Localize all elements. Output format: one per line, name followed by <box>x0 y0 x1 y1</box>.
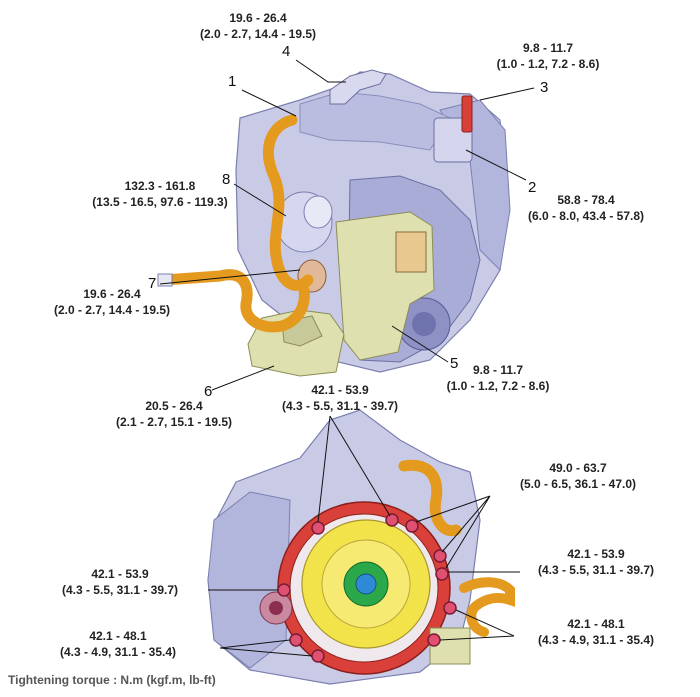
torque-5-units: (1.0 - 1.2, 7.2 - 8.6) <box>447 379 550 393</box>
torque-8-value: 132.3 - 161.8 <box>125 179 196 193</box>
output-seal-left-center <box>269 601 283 615</box>
output-shaft <box>412 312 436 336</box>
torque-2-units: (6.0 - 8.0, 43.4 - 57.8) <box>528 209 644 223</box>
callout-8: 8 <box>222 171 230 188</box>
callout-1: 1 <box>228 73 236 90</box>
torque-5-value: 9.8 - 11.7 <box>473 363 523 377</box>
connector-block <box>395 231 427 273</box>
torque-3-value: 9.8 - 11.7 <box>523 41 573 55</box>
cooler-hose-rear <box>398 459 462 537</box>
torque-bolts-topright-units: (5.0 - 6.5, 36.1 - 47.0) <box>520 477 636 491</box>
leader-5 <box>391 325 449 363</box>
converter-hub-center <box>355 573 377 595</box>
callout-7: 7 <box>148 275 156 292</box>
torque-4-value: 19.6 - 26.4 <box>229 11 287 25</box>
leader-8 <box>233 183 287 217</box>
torque-4-units: (2.0 - 2.7, 14.4 - 19.5) <box>200 27 316 41</box>
bell-housing-bolts <box>277 513 457 663</box>
torque-bolts-bottomright-value: 42.1 - 48.1 <box>567 617 625 631</box>
bolt <box>385 513 399 527</box>
bolt <box>435 567 449 581</box>
oil-filter-cap <box>303 195 333 229</box>
bolt <box>277 583 291 597</box>
bolt <box>311 521 325 535</box>
leader-lines <box>159 59 535 657</box>
leader-7 <box>159 269 301 285</box>
torque-bolts-right-value: 42.1 - 53.9 <box>567 547 625 561</box>
torque-bolts-left-value: 42.1 - 53.9 <box>91 567 149 581</box>
torque-7-units: (2.0 - 2.7, 14.4 - 19.5) <box>54 303 170 317</box>
torque-bolts-topright-value: 49.0 - 63.7 <box>549 461 607 475</box>
housing-rear-section <box>439 99 511 272</box>
leader-bolt-bottomright <box>439 609 515 641</box>
callout-3: 3 <box>540 79 548 96</box>
torque-6-units: (2.1 - 2.7, 15.1 - 19.5) <box>116 415 232 429</box>
torque-units-footnote: Tightening torque : N.m (kgf.m, lb-ft) <box>8 673 216 687</box>
callout-6: 6 <box>204 383 212 400</box>
torque-bolts-right-units: (4.3 - 5.5, 31.1 - 39.7) <box>538 563 654 577</box>
torque-2-value: 58.8 - 78.4 <box>557 193 615 207</box>
leader-1 <box>241 89 297 117</box>
torque-bolts-left-units: (4.3 - 5.5, 31.1 - 39.7) <box>62 583 178 597</box>
torque-8-units: (13.5 - 16.5, 97.6 - 119.3) <box>92 195 227 209</box>
torque-bolts-bottomright-units: (4.3 - 4.9, 31.1 - 35.4) <box>538 633 654 647</box>
leader-4 <box>295 59 346 83</box>
leader-2 <box>465 149 527 181</box>
cooler-hose-1 <box>262 114 314 291</box>
torque-3-units: (1.0 - 1.2, 7.2 - 8.6) <box>497 57 600 71</box>
leader-bolt-bottomleft <box>219 639 313 657</box>
torque-7-value: 19.6 - 26.4 <box>83 287 141 301</box>
torque-bolts-bottomleft-value: 42.1 - 48.1 <box>89 629 147 643</box>
callout-numbers: 1 2 3 4 5 6 7 8 <box>148 43 548 400</box>
transmission-top-view <box>157 69 511 377</box>
torque-bolts-top-value: 42.1 - 53.9 <box>311 383 369 397</box>
bolt <box>405 519 419 533</box>
leader-bolt-top <box>317 415 391 523</box>
torque-6-value: 20.5 - 26.4 <box>145 399 203 413</box>
cooler-hose-7 <box>158 269 310 333</box>
callout-2: 2 <box>528 179 536 196</box>
torque-labels: 19.6 - 26.4 (2.0 - 2.7, 14.4 - 19.5) 9.8… <box>54 11 654 659</box>
leader-6 <box>211 365 275 391</box>
bolt <box>433 549 447 563</box>
transmission-bottom-view <box>207 409 515 685</box>
bolt <box>289 633 303 647</box>
callout-4: 4 <box>282 43 290 60</box>
bolt <box>443 601 457 615</box>
bolt <box>311 649 325 663</box>
torque-bolts-top-units: (4.3 - 5.5, 31.1 - 39.7) <box>282 399 398 413</box>
callout-5: 5 <box>450 355 458 372</box>
leader-bolt-topright <box>415 495 491 569</box>
cooler-hose-lower <box>459 577 515 637</box>
leader-3 <box>479 87 535 101</box>
bracket-4 <box>329 69 387 105</box>
torque-bolts-bottomleft-units: (4.3 - 4.9, 31.1 - 35.4) <box>60 645 176 659</box>
sensor-3 <box>461 95 473 133</box>
bolt <box>427 633 441 647</box>
